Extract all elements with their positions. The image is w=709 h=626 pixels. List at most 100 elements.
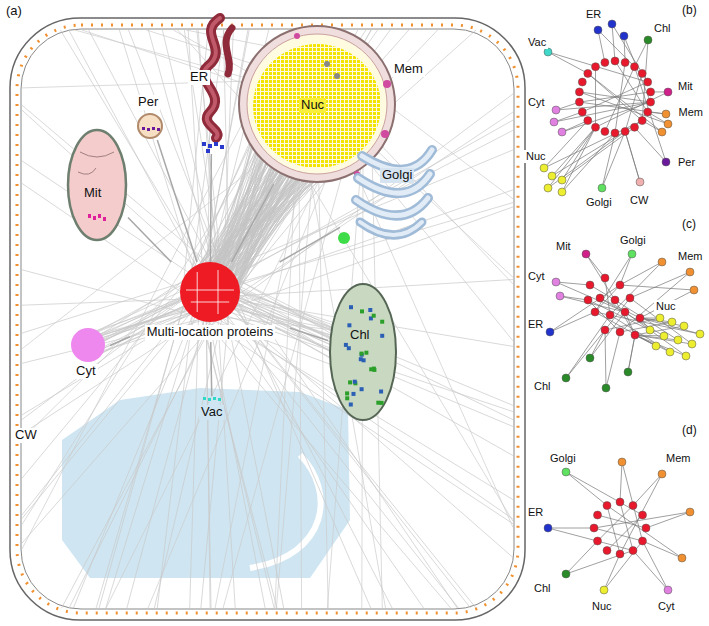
network-line (590, 330, 605, 358)
protein-dot (603, 502, 611, 510)
protein-dot (601, 326, 609, 334)
network-line (556, 102, 651, 110)
network-line (625, 312, 686, 356)
network-line (566, 472, 607, 506)
network-line (604, 554, 620, 590)
interaction-line (157, 140, 197, 262)
organelle-outline (68, 130, 126, 240)
organelle-shape (328, 282, 398, 422)
organelle: Chl (328, 282, 398, 422)
compartment-label: Per (676, 156, 697, 169)
network-line (640, 290, 694, 318)
protein-dot (562, 374, 570, 382)
protein-dot (584, 69, 592, 77)
protein-mark (103, 217, 106, 221)
compartment-label: Golgi (584, 196, 614, 209)
network-line (622, 462, 643, 541)
protein-mark (98, 214, 101, 218)
protein-dot (662, 110, 670, 118)
network-line (596, 92, 669, 127)
protein-mark (152, 127, 155, 130)
protein-dot (603, 547, 611, 555)
network-line (595, 254, 632, 312)
network-line (607, 506, 682, 559)
protein-dot (631, 63, 639, 71)
protein-dot (550, 118, 558, 126)
protein-mark (344, 343, 348, 347)
organelle: ER (188, 14, 236, 154)
network-line (595, 67, 596, 128)
protein-dot (686, 508, 694, 516)
protein-mark (349, 403, 353, 407)
network-line (548, 52, 588, 73)
organelle-label: Mit (82, 186, 103, 201)
compartment-label: CW (628, 194, 650, 207)
protein-mark (147, 128, 150, 131)
protein-dot (575, 88, 583, 96)
organelle-part (226, 28, 232, 74)
protein-dot (658, 258, 666, 266)
network-line (127, 308, 207, 608)
network-line (562, 127, 596, 192)
organelle-outline (330, 284, 396, 420)
protein-mark (214, 142, 218, 146)
protein-dot (578, 78, 586, 86)
protein-dot (611, 57, 619, 65)
protein-dot (575, 98, 583, 106)
organelle-label: Nuc (299, 98, 326, 113)
network-line (615, 63, 625, 134)
protein-dot (582, 250, 590, 258)
organelle-label: Per (136, 95, 160, 110)
protein-dot (606, 311, 614, 319)
protein-mark (345, 391, 349, 395)
network-line (643, 541, 683, 558)
compartment-label: ER (584, 8, 603, 21)
network-line (630, 272, 690, 298)
network-line (625, 132, 640, 183)
protein-dot (544, 48, 552, 56)
organelle-part (360, 222, 422, 235)
protein-mark (220, 145, 224, 149)
protein-dot (618, 458, 626, 466)
organelle-label: Vac (199, 405, 224, 420)
organelle: Vac (195, 396, 229, 422)
protein-mark (380, 320, 384, 324)
membrane-dots (17, 25, 518, 613)
protein-dot (682, 352, 690, 360)
protein-mark (359, 357, 363, 361)
compartment-label: Golgi (548, 452, 578, 465)
network-line (610, 315, 670, 352)
protein-dot (674, 336, 682, 344)
network-line (154, 304, 225, 608)
network-line (548, 132, 625, 189)
protein-mark (347, 323, 351, 327)
protein-dot (616, 550, 624, 558)
protein-dot (552, 278, 560, 286)
protein-dot (662, 158, 670, 166)
network-line (318, 143, 328, 608)
organelle-part (356, 198, 428, 216)
network-line (620, 262, 662, 285)
protein-cluster: Multi-location proteins (130, 262, 290, 342)
protein-mark (142, 127, 145, 130)
protein-mark (353, 380, 357, 384)
protein-dot (680, 322, 688, 330)
organelle: Golgi (340, 150, 435, 250)
interaction-line (110, 337, 130, 346)
protein-mark (372, 314, 376, 318)
network-line (191, 302, 229, 303)
compartment-label: Cyt (526, 96, 547, 109)
protein-dot (668, 318, 676, 326)
protein-dot (616, 328, 624, 336)
network-line (548, 528, 594, 529)
network-line (628, 335, 635, 372)
protein-dot (334, 73, 340, 79)
network-line (562, 127, 596, 180)
protein-dot (383, 80, 391, 88)
protein-dot (616, 281, 624, 289)
protein-dot (586, 354, 594, 362)
protein-dot (180, 262, 240, 322)
protein-mark (208, 398, 211, 401)
protein-mark (376, 401, 380, 405)
protein-dot (686, 268, 694, 276)
